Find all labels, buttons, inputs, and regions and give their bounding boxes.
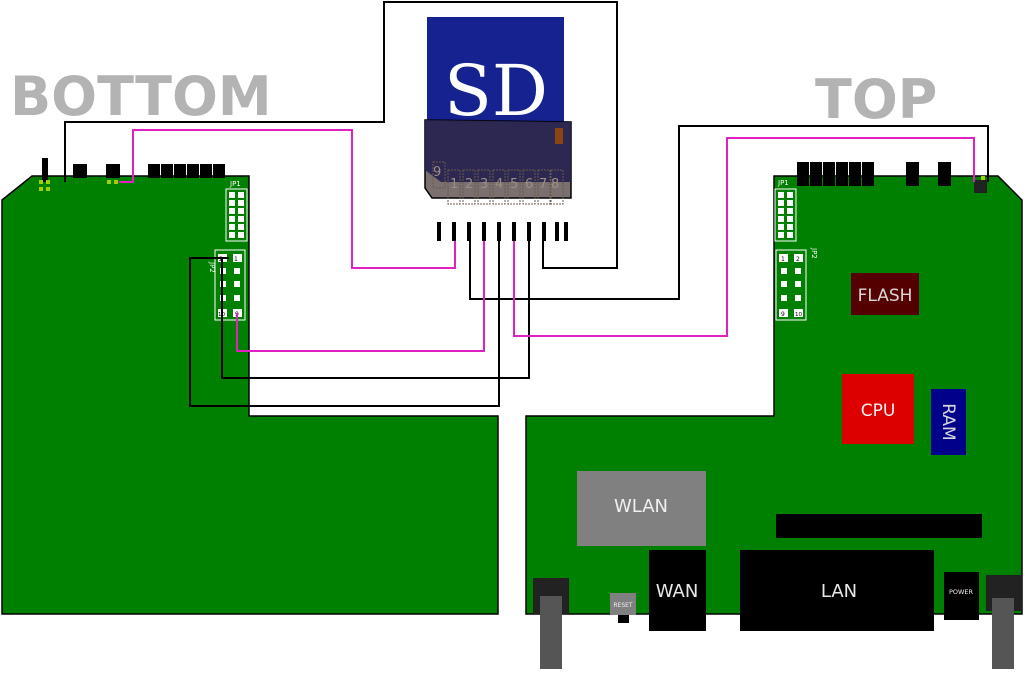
flash-label: FLASH bbox=[858, 286, 913, 306]
sd-pin-3: 3 bbox=[480, 177, 488, 192]
top-jp2-pin-9: 9 bbox=[781, 311, 785, 318]
cpu-label: CPU bbox=[861, 401, 896, 421]
wire-magenta-bottom-jp2 bbox=[236, 241, 485, 352]
bottom-antenna-pin bbox=[42, 158, 48, 182]
top-jp1-header: JP1 bbox=[774, 179, 797, 242]
sd-card-label: SD bbox=[444, 50, 548, 132]
top-solder-pad bbox=[981, 176, 985, 180]
bottom-heading: BOTTOM bbox=[10, 65, 272, 128]
sd-write-protect-switch bbox=[555, 128, 563, 144]
sd-pin-7: 7 bbox=[539, 177, 547, 192]
top-connector-a bbox=[906, 162, 919, 186]
bottom-jp2-pin-1: 1 bbox=[234, 256, 238, 263]
wan-port bbox=[649, 550, 706, 631]
cpu-chip bbox=[842, 374, 914, 444]
top-board: JP1 JP2 1 2 bbox=[525, 162, 1023, 631]
bottom-jp1-label: JP1 bbox=[229, 180, 241, 188]
sd-pin-8: 8 bbox=[551, 177, 559, 192]
wlan-module bbox=[577, 471, 706, 546]
top-jp2-pin-10: 10 bbox=[795, 312, 802, 318]
sd-pin-9: 9 bbox=[433, 165, 441, 180]
sd-pin-5: 5 bbox=[510, 177, 518, 192]
sd-pin-6: 6 bbox=[525, 177, 533, 192]
wire-jp2-bottom-pin1 bbox=[189, 241, 500, 407]
bottom-pin-row bbox=[148, 164, 225, 178]
antenna-left bbox=[533, 578, 569, 669]
expansion-slot bbox=[776, 514, 982, 538]
wan-label: WAN bbox=[656, 581, 699, 602]
top-jp1-label: JP1 bbox=[777, 179, 789, 187]
top-connector-b bbox=[938, 162, 951, 186]
top-jp2-label: JP2 bbox=[810, 247, 818, 259]
sd-pin-4: 4 bbox=[495, 177, 503, 192]
flash-chip bbox=[851, 273, 919, 315]
lan-ports bbox=[740, 550, 934, 631]
wires bbox=[64, 1, 989, 407]
power-jack bbox=[944, 572, 979, 620]
reset-label: RESET bbox=[613, 602, 633, 609]
top-antenna-pad bbox=[974, 180, 987, 193]
top-heading: TOP bbox=[815, 68, 937, 131]
bottom-jp1-header: JP1 bbox=[225, 180, 248, 242]
bottom-board: JP1 JP2 2 1 bbox=[1, 158, 499, 615]
sd-pin-numbers: 9 1 2 3 4 5 6 7 8 bbox=[433, 165, 559, 192]
ram-chip bbox=[931, 389, 966, 455]
bottom-board-pcb bbox=[1, 175, 499, 615]
top-pin-row bbox=[797, 162, 874, 186]
sd-slot-legs bbox=[437, 222, 568, 241]
sd-slot-window bbox=[425, 120, 571, 182]
reset-button-base bbox=[618, 615, 629, 623]
bottom-solder-pads bbox=[39, 180, 118, 191]
top-jp2-pin-1: 1 bbox=[781, 256, 785, 263]
bottom-connector-a bbox=[73, 164, 87, 178]
antenna-right bbox=[986, 575, 1022, 669]
power-label: POWER bbox=[949, 588, 974, 596]
reset-button bbox=[610, 593, 636, 615]
wire-magenta-bottom-pad bbox=[119, 129, 456, 269]
wire-magenta-top-pad bbox=[513, 137, 975, 337]
wire-ground-bottom bbox=[64, 1, 618, 269]
wlan-label: WLAN bbox=[614, 496, 668, 517]
top-jp2-pin-2: 2 bbox=[796, 256, 800, 263]
sd-card-body bbox=[427, 17, 564, 137]
sd-card: SD 9 1 2 3 4 5 6 7 8 bbox=[424, 17, 572, 241]
sd-pin-1: 1 bbox=[450, 177, 458, 192]
bottom-jp2-label: JP2 bbox=[208, 261, 216, 273]
sd-contact-pads bbox=[432, 161, 564, 205]
ram-label: RAM bbox=[938, 403, 958, 440]
wire-jp2-bottom-pin2 bbox=[221, 241, 530, 379]
lan-label: LAN bbox=[821, 581, 857, 602]
sd-pin-2: 2 bbox=[465, 177, 473, 192]
top-jp2-header: JP2 1 2 9 10 bbox=[775, 247, 818, 321]
wire-ground-top bbox=[469, 125, 989, 300]
bottom-connector-b bbox=[106, 164, 120, 178]
